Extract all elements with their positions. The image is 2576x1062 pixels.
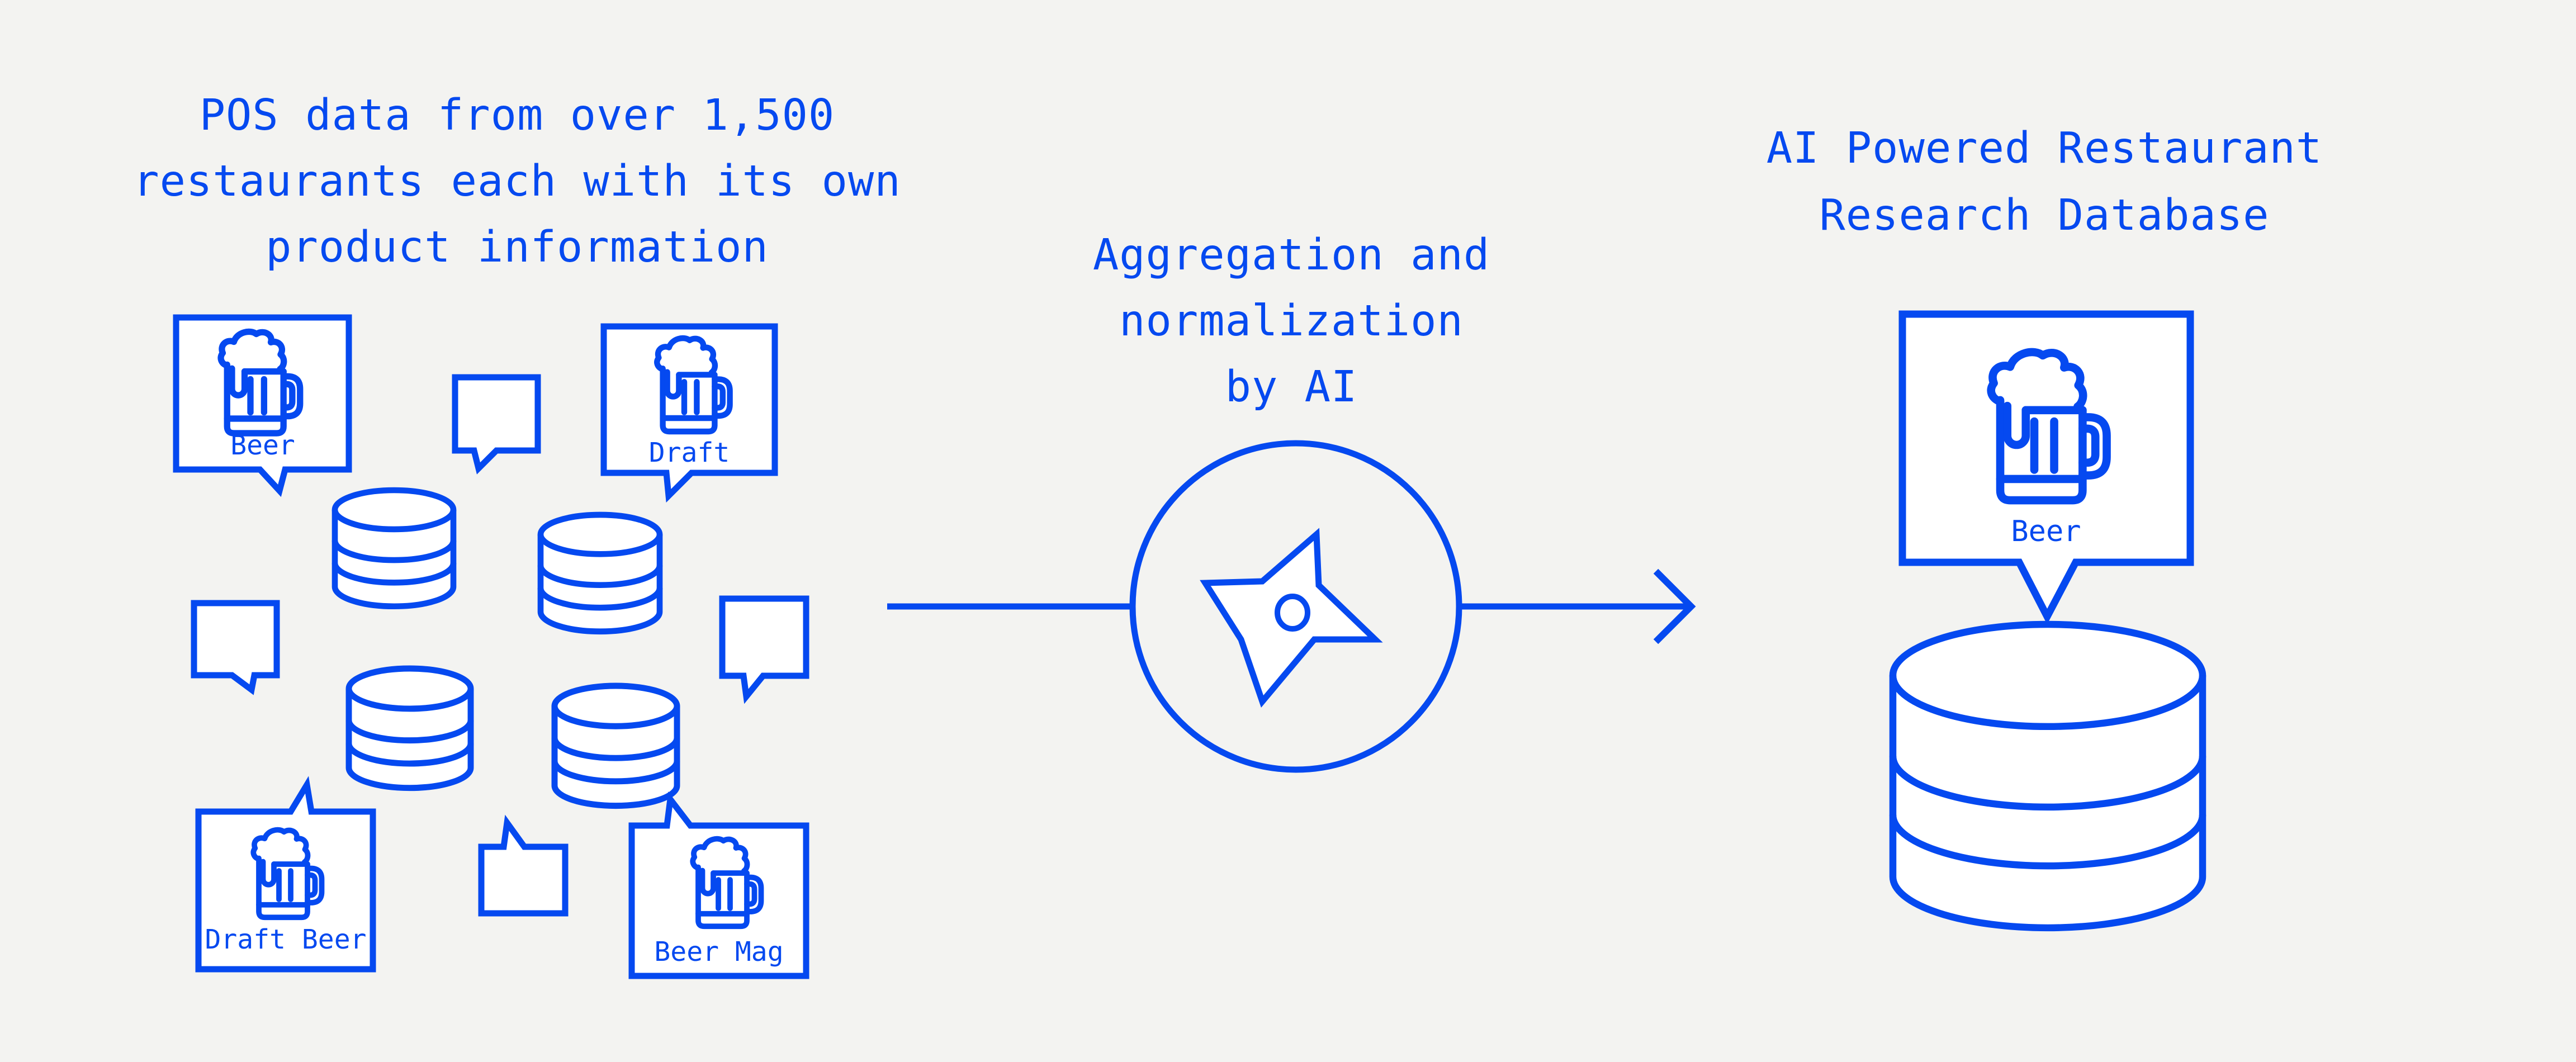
bubble-label: Beer [2011,515,2081,548]
beer-bubble-large-icon: Beer [1898,310,2194,625]
process-label-line-1: Aggregation and [1093,230,1490,280]
speech-bubble-icon [600,323,778,503]
bubble-label: Beer [230,430,295,461]
bubble-label: Draft Beer [205,924,367,955]
process-section: Aggregation and normalization by AI [887,230,1696,773]
process-label-line-2: normalization [1119,296,1464,346]
left-section: POS data from over 1,500 restaurants eac… [133,91,901,979]
database-icon [555,686,677,806]
speech-bubble-icon [452,374,541,475]
draft-beer-bubble-icon: Draft Beer [195,776,376,973]
right-title-line-2: Research Database [1819,191,2269,240]
aggregation-circle [1129,440,1462,773]
speech-bubble-icon [1898,310,2194,625]
speech-bubble-icon [191,600,280,695]
database-icon-large [1893,624,2203,928]
database-icon [335,490,453,606]
shuriken-hole-icon [1275,594,1310,632]
right-title-line-1: AI Powered Restaurant [1767,124,2323,173]
speech-bubble-icon [195,776,376,973]
draft-bubble-icon: Draft [600,323,778,503]
bubble-label: Beer Mag [654,936,783,968]
left-title-line-2: restaurants each with its own [133,157,901,206]
speech-bubble-icon [478,814,569,917]
beer-bubble-icon: Beer [173,314,352,497]
speech-bubble-icon [719,595,809,704]
arrow-right-icon [1653,568,1696,644]
database-icon [349,669,471,788]
bubble-label: Draft [649,437,730,468]
left-title-line-3: product information [266,222,769,272]
left-title-line-1: POS data from over 1,500 [200,91,835,140]
database-icon [541,515,660,632]
beer-mag-bubble-icon: Beer Mag [628,791,809,979]
shuriken-icon [1200,528,1383,708]
process-label-line-3: by AI [1225,362,1358,412]
right-section: AI Powered Restaurant Research Database … [1767,124,2323,928]
